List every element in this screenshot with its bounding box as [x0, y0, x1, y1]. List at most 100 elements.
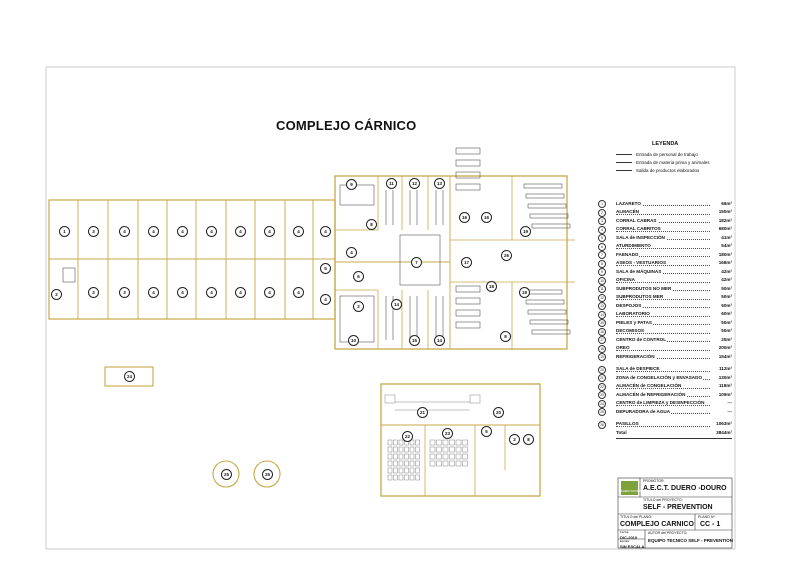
schedule-number: 16 [598, 327, 606, 336]
room-number-label: 11 [386, 178, 397, 189]
room-number-label: 13 [434, 178, 445, 189]
schedule-number: 26 [598, 420, 606, 429]
room-number-label: 25 [221, 469, 232, 480]
cleaning-center [104, 366, 154, 387]
room-number-label: 23 [442, 428, 453, 439]
lower-building [380, 383, 541, 497]
promotor-label: PROMOTOR: [643, 479, 665, 483]
schedule-area: 109m² [718, 391, 732, 397]
room-number-label: 22 [402, 431, 413, 442]
schedule-area: 1063m² [716, 421, 732, 426]
schedule-name: REFRIGERACIÓN [616, 353, 656, 359]
room-number-label: 4 [293, 226, 304, 237]
schedule-number: 4 [598, 225, 606, 234]
plano-number: CC - 1 [700, 521, 721, 528]
schedule-number: 6 [598, 242, 606, 251]
schedule-name: LAZARETO [616, 200, 642, 206]
room-number-label: 4 [264, 226, 275, 237]
schedule-area: 150m² [718, 209, 732, 214]
room-number-label: 2 [51, 289, 62, 300]
water-treatment-2 [253, 460, 281, 488]
room-number-label: 4 [235, 287, 246, 298]
room-number-label: 12 [409, 178, 420, 189]
autor-value: EQUIPO TECNICO SELF - PREVENTION [648, 538, 734, 543]
room-number-label: 8 [366, 219, 377, 230]
schedule-number: 7 [598, 251, 606, 259]
room-number-label: 6 [353, 271, 364, 282]
schedule-number: 11 [598, 285, 606, 293]
schedule-name: ATURDIMIENTO [616, 243, 652, 248]
schedule-number: 14 [598, 310, 606, 319]
schedule-number: 25 [598, 408, 606, 416]
room-number-label: 5 [320, 263, 331, 274]
schedule-area: 200m² [718, 345, 732, 350]
schedule-name: OFICINA [616, 277, 636, 282]
legend-title: LEYENDA [652, 141, 679, 147]
schedule-area: --- [727, 400, 732, 405]
schedule-number: 10 [598, 276, 606, 285]
schedule-area: 168m² [718, 260, 732, 265]
room-number-label: 4 [206, 287, 217, 298]
water-treatment-1 [212, 460, 240, 488]
room-number-label: 14 [391, 299, 402, 310]
room-number-label: 4 [320, 226, 331, 237]
schedule-number: 18 [598, 344, 606, 353]
schedule-number: 22 [598, 382, 606, 391]
storage-racks [384, 394, 481, 481]
legend-item-staff: Entrada de personal de trabajo [616, 152, 698, 157]
schedule-number: 1 [598, 200, 606, 208]
schedule-area: --- [727, 408, 732, 414]
fecha-label: Fecha: [620, 530, 630, 534]
schedule-name: SALA de INSPECCIÓN [616, 234, 666, 240]
room-number-label: 20 [493, 407, 504, 418]
schedule-area: 66m² [721, 200, 732, 206]
schedule-name: SUBPRODUTOS NO MER [616, 285, 673, 291]
schedule-name: SUBPRODUTOS MER [616, 294, 665, 299]
schedule-area: 130m² [718, 374, 732, 380]
room-number-label: 8 [523, 434, 534, 445]
schedule-name: DEPURADORA de AGUA [616, 408, 672, 414]
room-number-label: 5 [481, 426, 492, 437]
schedule-name: CENTRO de LIMPIEZA y DESINFECCIÓN [616, 400, 706, 405]
schedule-area: 54m² [721, 243, 732, 248]
process-rails [62, 147, 571, 343]
schedule-area: 154m² [718, 353, 732, 359]
schedule-name: ZONA de CONGELACIÓN y ENVASADO [616, 374, 704, 380]
room-number-label: 8 [500, 331, 511, 342]
schedule-area: 60m² [721, 311, 732, 316]
schedule-area: 50m² [721, 319, 732, 325]
room-number-label: 26 [501, 250, 512, 261]
schedule-row: 24 CENTRO de LIMPIEZA y DESINFECCIÓN --- [598, 399, 732, 408]
room-number-label: 18 [486, 281, 497, 292]
schedule-name: CENTRO de CONTROL [616, 336, 668, 342]
schedule-name: DECOMISOS [616, 328, 646, 333]
schedule-row: 1 LAZARETO 66m² [598, 200, 732, 208]
room-number-label: 3 [88, 226, 99, 237]
plano-value: COMPLEJO CARNICO [620, 521, 694, 528]
schedule-row: 6 ATURDIMIENTO 54m² [598, 242, 732, 251]
schedule-area: 182m² [718, 217, 732, 223]
central-building [334, 175, 575, 350]
schedule-name: CORRAL CABRITOS [616, 226, 662, 231]
schedule-number: 2 [598, 208, 606, 217]
room-number-label: 9 [346, 179, 357, 190]
schedule-row: 25 DEPURADORA de AGUA --- [598, 408, 732, 416]
schedule-name: ALMACÉN de CONGELACIÓN [616, 383, 683, 388]
room-number-label: 14 [434, 335, 445, 346]
room-number-label: 16 [481, 212, 492, 223]
schedule-number: 24 [598, 399, 606, 408]
total-underline [616, 438, 732, 439]
room-number-label: 7 [411, 257, 422, 268]
schedule-number: 12 [598, 293, 606, 302]
